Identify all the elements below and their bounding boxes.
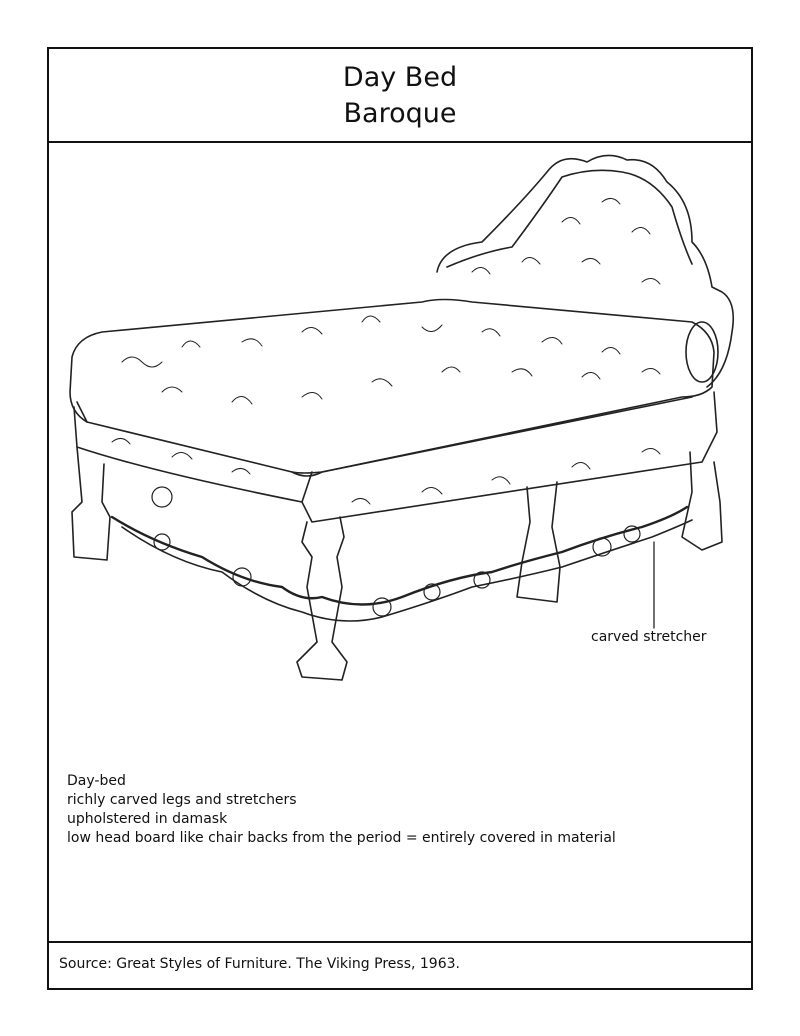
stretcher [110, 505, 689, 606]
notes: Day-bed richly carved legs and stretcher… [67, 772, 616, 848]
callout-label: carved stretcher [591, 629, 707, 645]
damask-pattern [111, 198, 661, 505]
bolster [685, 321, 719, 383]
day-bed-sketch [69, 154, 735, 681]
note-line: richly carved legs and stretchers [67, 792, 297, 808]
leg-back-center [516, 481, 561, 603]
source-box: Source: Great Styles of Furniture. The V… [49, 941, 751, 990]
leg-front-center [296, 516, 348, 681]
stretcher-scrolls [151, 486, 641, 617]
leg-front-left [71, 446, 111, 561]
headboard [436, 154, 735, 388]
furniture-card: Day Bed Baroque [47, 47, 753, 990]
note-line: low head board like chair backs from the… [67, 830, 616, 846]
source-citation: Source: Great Styles of Furniture. The V… [59, 956, 460, 972]
title-line-1: Day Bed [342, 62, 458, 93]
note-line: upholstered in damask [67, 811, 228, 827]
leg-back-right [681, 451, 723, 551]
apron [73, 391, 718, 523]
note-line: Day-bed [67, 773, 126, 789]
title-box: Day Bed Baroque [49, 49, 751, 143]
title-line-2: Baroque [343, 98, 457, 129]
